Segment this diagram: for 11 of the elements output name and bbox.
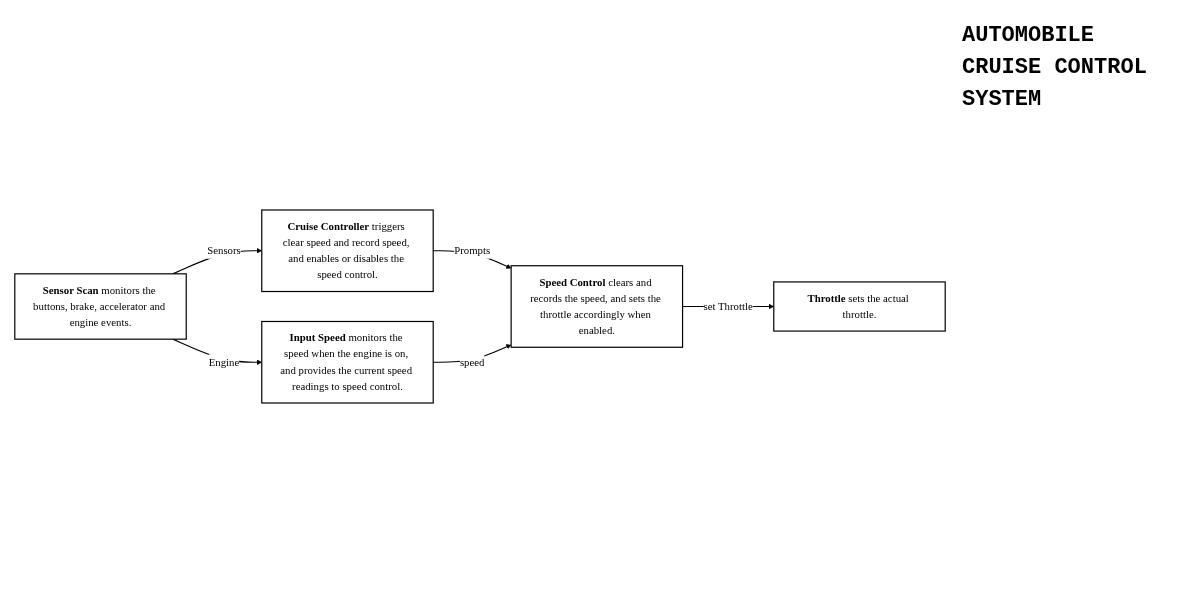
edge-label: Prompts (454, 244, 491, 257)
node-box: Sensor Scan monitors the buttons, brake, accelerator and engine events. (14, 273, 187, 340)
edge-label: set Throttle (703, 300, 753, 313)
node-box: Throttle sets the actual throttle. (773, 281, 946, 332)
edge-label: Sensors (207, 244, 241, 257)
diagram-title: AUTOMOBILE CRUISE CONTROL SYSTEM (962, 22, 1148, 114)
edge-label: speed (459, 355, 485, 368)
node-box: Cruise Controller triggers clear speed and record speed, and enables or disables the speed control. (261, 209, 434, 293)
edge-label: Engine (208, 355, 240, 368)
node-box: Speed Control clears and records the speed, and sets the throttle accordingly when enabled. (510, 265, 684, 348)
node-box: Input Speed monitors the speed when the engine is on, and provides the current speed readings to speed control. (261, 320, 434, 404)
